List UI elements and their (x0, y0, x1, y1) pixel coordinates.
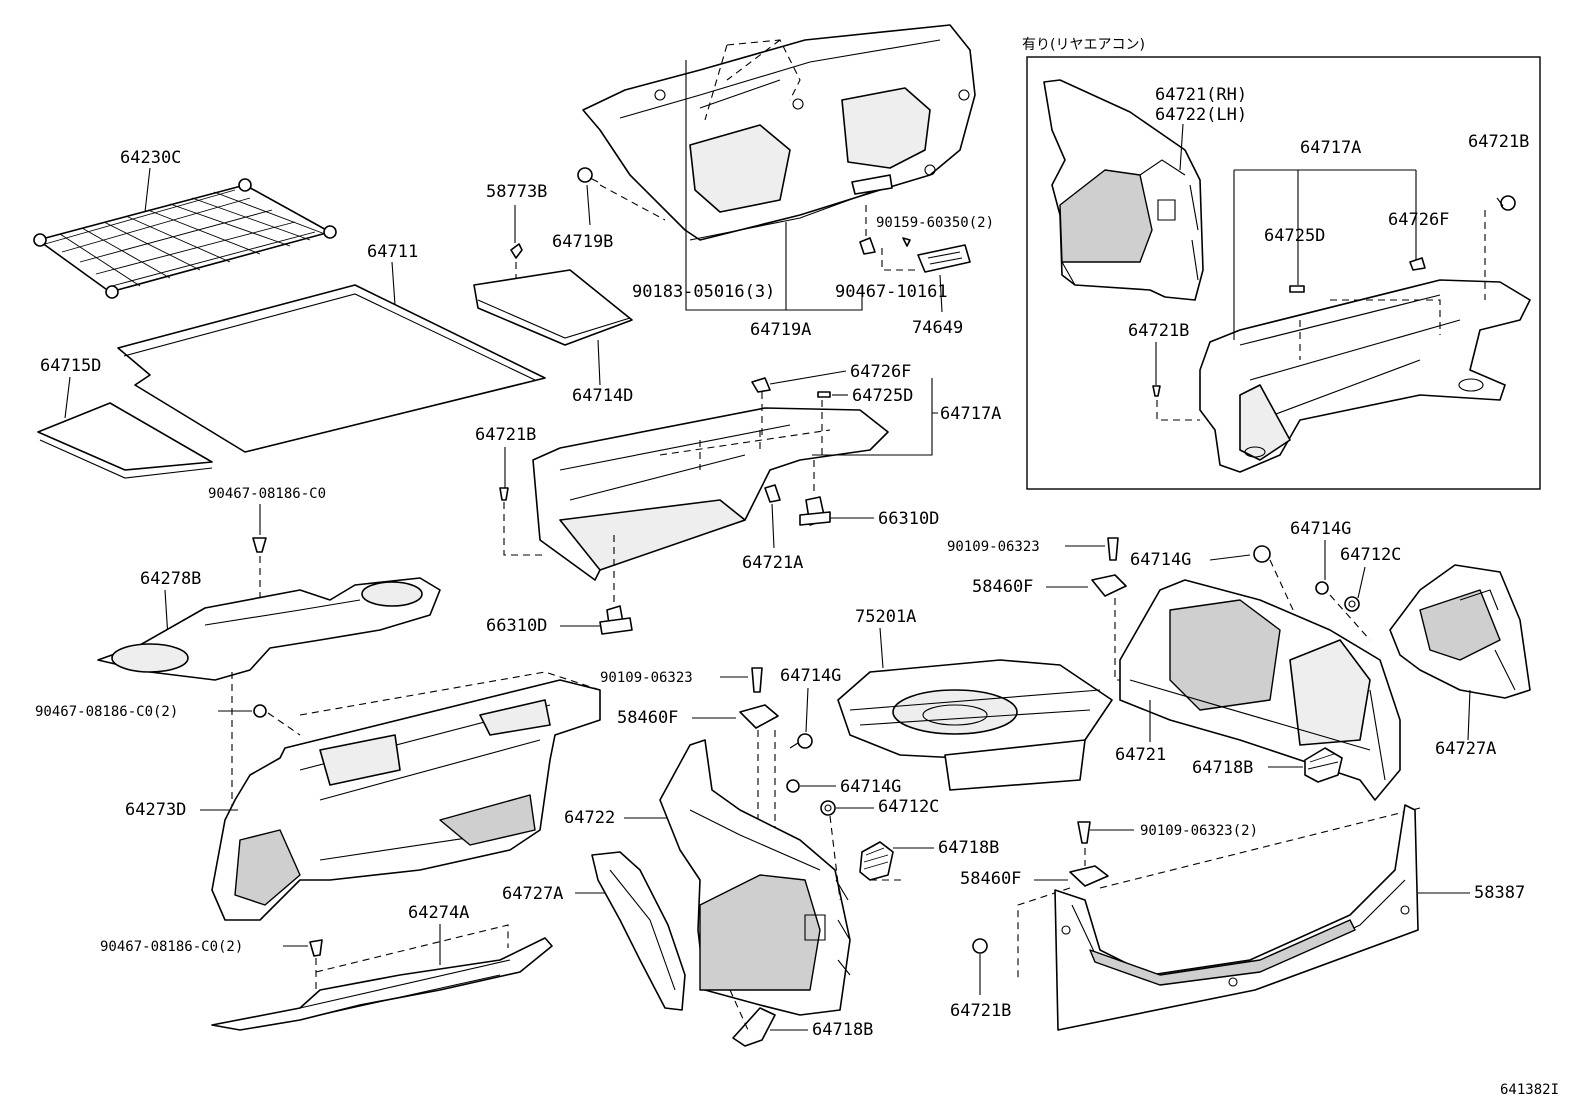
label-64718b-a: 64718B (938, 838, 999, 858)
label-64719b: 64719B (552, 232, 613, 252)
label-64712c-b: 64712C (1340, 545, 1401, 565)
label-90159: 90159-60350(2) (876, 215, 994, 231)
label-90467-c0-2b: 90467-08186-C0(2) (100, 939, 243, 955)
label-58460f-a: 58460F (617, 708, 678, 728)
floor-tray: 64726F 64725D 64717A 64721B (475, 362, 1001, 581)
label-74649: 74649 (912, 318, 963, 338)
panel-64278b: 90467-08186-C0 64278B (97, 486, 441, 820)
label-64726f: 64726F (850, 362, 911, 382)
inset-label-64721rh: 64721(RH) (1155, 85, 1247, 105)
label-58773b: 58773B (486, 182, 547, 202)
inset-label-64726f: 64726F (1388, 210, 1449, 230)
label-64711: 64711 (367, 242, 418, 262)
label-58460f-b: 58460F (972, 577, 1033, 597)
label-64718b-b: 64718B (812, 1020, 873, 1040)
figure-code: 641382I (1500, 1082, 1559, 1098)
label-64712c-a: 64712C (878, 797, 939, 817)
mat-board: 64715D (37, 356, 213, 479)
trim-64727a-right: 64727A (1389, 564, 1531, 759)
label-64721a: 64721A (742, 553, 803, 573)
inset-label-64722lh: 64722(LH) (1155, 105, 1247, 125)
panel-64273d: 90467-08186-C0(2) 64273D (35, 671, 601, 921)
label-64714g-a: 64714G (780, 666, 841, 686)
label-64725d: 64725D (852, 386, 913, 406)
inset-title: 有り(リヤエアコン) (1022, 37, 1145, 53)
label-64714g-d: 64714G (1290, 519, 1351, 539)
inset-label-64721b-top: 64721B (1468, 132, 1529, 152)
sill-64274a: 64274A 90467-08186-C0(2) (100, 903, 553, 1031)
rear-aircon-inset: 有り(リヤエアコン) 64721(RH) 64722(LH) 64717A 64… (1022, 37, 1541, 490)
label-90467-c0: 90467-08186-C0 (208, 486, 326, 502)
label-58460f-c: 58460F (960, 869, 1021, 889)
side-trim-64721: 90109-06323 58460F 64714G 64714G 64712C … (947, 519, 1401, 801)
label-64274a: 64274A (408, 903, 469, 923)
trim-64727a-left: 64727A (502, 851, 686, 1011)
label-90109-b: 90109-06323 (947, 539, 1040, 555)
side-trim-64722: 90109-06323 58460F 64714G 64722 64714G 6… (564, 666, 999, 1047)
inset-label-64717a: 64717A (1300, 138, 1361, 158)
label-64727a-a: 64727A (502, 884, 563, 904)
label-64719a: 64719A (750, 320, 811, 340)
label-64721b-bot: 64721B (950, 1001, 1011, 1021)
label-64721b-mid: 64721B (475, 425, 536, 445)
label-64718b-c: 64718B (1192, 758, 1253, 778)
label-66310d-a: 66310D (878, 509, 939, 529)
label-90109-a: 90109-06323 (600, 670, 693, 686)
label-64721: 64721 (1115, 745, 1166, 765)
label-64714g-c: 64714G (1130, 550, 1191, 570)
deck-board: 58773B 64714D (473, 182, 633, 406)
label-66310d-b: 66310D (486, 616, 547, 636)
label-58387: 58387 (1474, 883, 1525, 903)
scuff-plate: 90109-06323(2) 58460F 58387 64721B (950, 804, 1525, 1031)
label-90183: 90183-05016(3) (632, 282, 775, 302)
label-64230c: 64230C (120, 148, 181, 168)
label-64727a-b: 64727A (1435, 739, 1496, 759)
label-64715d: 64715D (40, 356, 101, 376)
clips-66310d: 66310D 64721A 66310D (486, 460, 939, 636)
label-64714d: 64714D (572, 386, 633, 406)
label-64722: 64722 (564, 808, 615, 828)
label-64278b: 64278B (140, 569, 201, 589)
cargo-net: 64230C (33, 148, 337, 299)
label-64273d: 64273D (125, 800, 186, 820)
label-64717a: 64717A (940, 404, 1001, 424)
inset-label-64721b-left: 64721B (1128, 321, 1189, 341)
inset-label-64725d: 64725D (1264, 226, 1325, 246)
label-90109-c: 90109-06323(2) (1140, 823, 1258, 839)
handle-74649: 74649 (912, 244, 971, 338)
label-64714g-b: 64714G (840, 777, 901, 797)
trunk-lid-liner: 64719B 90183-05016(3) 64719A 90159-60350… (552, 24, 994, 340)
label-90467-c0-2a: 90467-08186-C0(2) (35, 704, 178, 720)
label-90467-10161: 90467-10161 (835, 282, 948, 302)
trunk-mat: 64711 (117, 242, 546, 453)
spare-tire-cover: 75201A (837, 607, 1113, 791)
label-75201a: 75201A (855, 607, 916, 627)
